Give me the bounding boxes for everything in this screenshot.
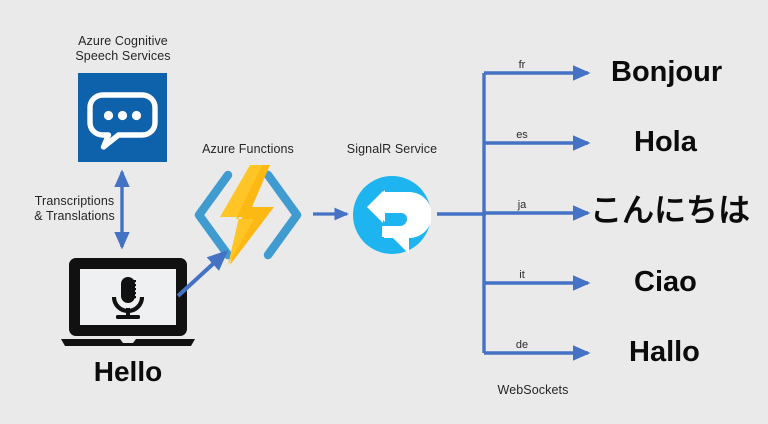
azure-functions-icon — [194, 165, 302, 265]
signalr-service-label: SignalR Service — [346, 142, 438, 156]
signalr-icon — [353, 176, 432, 254]
spoken-text: Hello — [93, 356, 163, 387]
lang-code-ja: ja — [517, 199, 527, 211]
translation-de: Hallo — [629, 336, 700, 368]
translation-ja: こんにちは — [590, 192, 751, 228]
signalr-icon-wrap — [353, 176, 432, 254]
speech-service-icon-tile — [78, 73, 167, 162]
client-device-icon — [60, 256, 196, 348]
azure-functions-icon-wrap — [192, 165, 304, 265]
translation-fr: Bonjour — [611, 56, 723, 88]
lang-code-de: de — [515, 339, 529, 351]
lang-code-it: it — [519, 269, 525, 281]
speech-bubble-icon — [87, 92, 158, 150]
speech-service-label: Azure Cognitive Speech Services — [75, 34, 171, 63]
websockets-label: WebSockets — [497, 383, 569, 397]
lang-code-fr: fr — [518, 59, 526, 71]
translation-it: Ciao — [634, 266, 697, 298]
azure-functions-label: Azure Functions — [202, 142, 294, 156]
laptop-microphone-icon — [61, 258, 195, 346]
lang-code-es: es — [516, 129, 528, 141]
translation-es: Hola — [634, 126, 697, 158]
transcriptions-edge-label: Transcriptions & Translations — [34, 194, 115, 223]
